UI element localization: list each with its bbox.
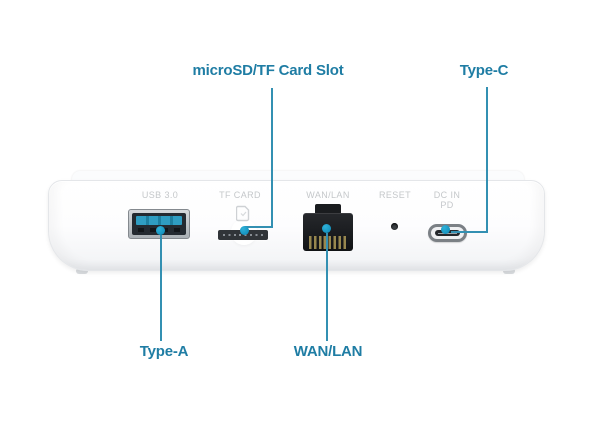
callout-typea-label: Type-A [139,343,189,360]
callout-microsd-label: microSD/TF Card Slot [192,62,344,79]
typec-leader-line-horizontal [451,231,488,233]
port-label-dcin-line1: DC IN [433,190,461,200]
usb-a-marker-dot [156,226,165,235]
port-label-dcin: DC IN PD [434,190,461,210]
rj45-gold-pins [309,236,347,249]
typec-leader-line-vertical [486,87,488,233]
rj45-clip-tab [315,204,341,215]
callout-wanlan-label: WAN/LAN [293,343,363,360]
device-foot-right [503,269,515,274]
microsd-card-icon [235,205,250,227]
wanlan-marker-dot [322,224,331,233]
port-label-reset: RESET [378,190,412,200]
device-body [48,180,545,271]
usb-a-blue-tongue [136,216,182,225]
port-label-usb: USB 3.0 [141,190,179,200]
port-label-dcin-line2: PD [440,200,454,210]
callout-typec-label: Type-C [459,62,509,79]
device-foot-left [76,269,88,274]
typec-marker-dot [441,225,450,234]
microsd-leader-line-horizontal [245,226,273,228]
microsd-leader-line-vertical [271,88,273,227]
port-label-tfcard: TF CARD [219,190,261,200]
microsd-slot-pins [223,234,263,236]
microsd-slot-icon [218,230,268,240]
port-label-wanlan: WAN/LAN [306,190,350,200]
reset-hole-icon [391,223,398,230]
wanlan-leader-line-vertical [326,233,328,341]
typea-leader-line-vertical [160,235,162,341]
microsd-marker-dot [240,226,249,235]
